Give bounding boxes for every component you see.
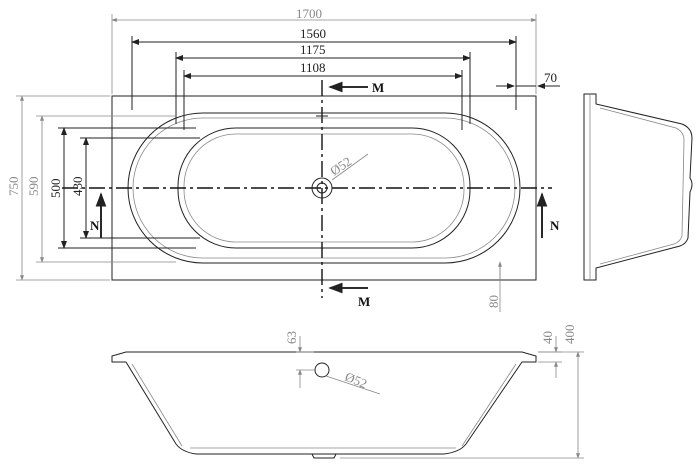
dim-overflow-height: 63 [284, 331, 316, 388]
svg-text:400: 400 [562, 325, 577, 345]
svg-text:1700: 1700 [296, 6, 322, 21]
dim-inner-width-1: 590 [26, 115, 176, 263]
dim-inner-length-3: 1108 [183, 60, 463, 130]
top-view: Ø52 M M N N 1700 [6, 6, 560, 312]
svg-text:1175: 1175 [300, 42, 326, 57]
dim-total-height: 400 [340, 325, 584, 459]
overflow-hole [314, 362, 330, 378]
svg-text:500: 500 [48, 179, 63, 199]
overflow-diameter-label: Ø52 [343, 369, 369, 391]
dim-overall-length: 1700 [111, 6, 537, 94]
dim-rim-height: 40 [538, 331, 562, 378]
section-n-right: N [536, 192, 560, 238]
dim-inner-length-2: 1175 [175, 42, 471, 124]
svg-text:1560: 1560 [300, 26, 326, 41]
drain-diameter-label: Ø52 [327, 154, 354, 179]
svg-text:1108: 1108 [300, 60, 326, 75]
svg-text:M: M [358, 294, 370, 309]
svg-text:430: 430 [70, 177, 85, 197]
side-view [583, 93, 693, 281]
dim-inner-width-2: 500 [48, 127, 196, 249]
dim-inner-width-3: 430 [70, 137, 200, 239]
section-m-bottom: M [328, 282, 370, 309]
svg-text:590: 590 [26, 177, 41, 197]
dim-rim-width: 70 [496, 70, 560, 89]
dim-overall-width: 750 [6, 95, 110, 281]
front-view: Ø52 63 40 400 [111, 325, 584, 459]
svg-text:80: 80 [486, 295, 501, 308]
svg-text:750: 750 [6, 177, 21, 197]
svg-text:N: N [90, 218, 100, 233]
drain: Ø52 [311, 154, 369, 199]
svg-text:63: 63 [284, 331, 299, 344]
section-n-left: N [90, 192, 107, 238]
dim-inner-length-1: 1560 [131, 26, 517, 110]
svg-text:40: 40 [540, 331, 555, 344]
svg-text:N: N [550, 218, 560, 233]
svg-text:M: M [372, 80, 384, 95]
dim-drain-offset: 80 [486, 261, 502, 312]
section-m-top: M [328, 80, 384, 95]
svg-text:70: 70 [544, 70, 557, 85]
